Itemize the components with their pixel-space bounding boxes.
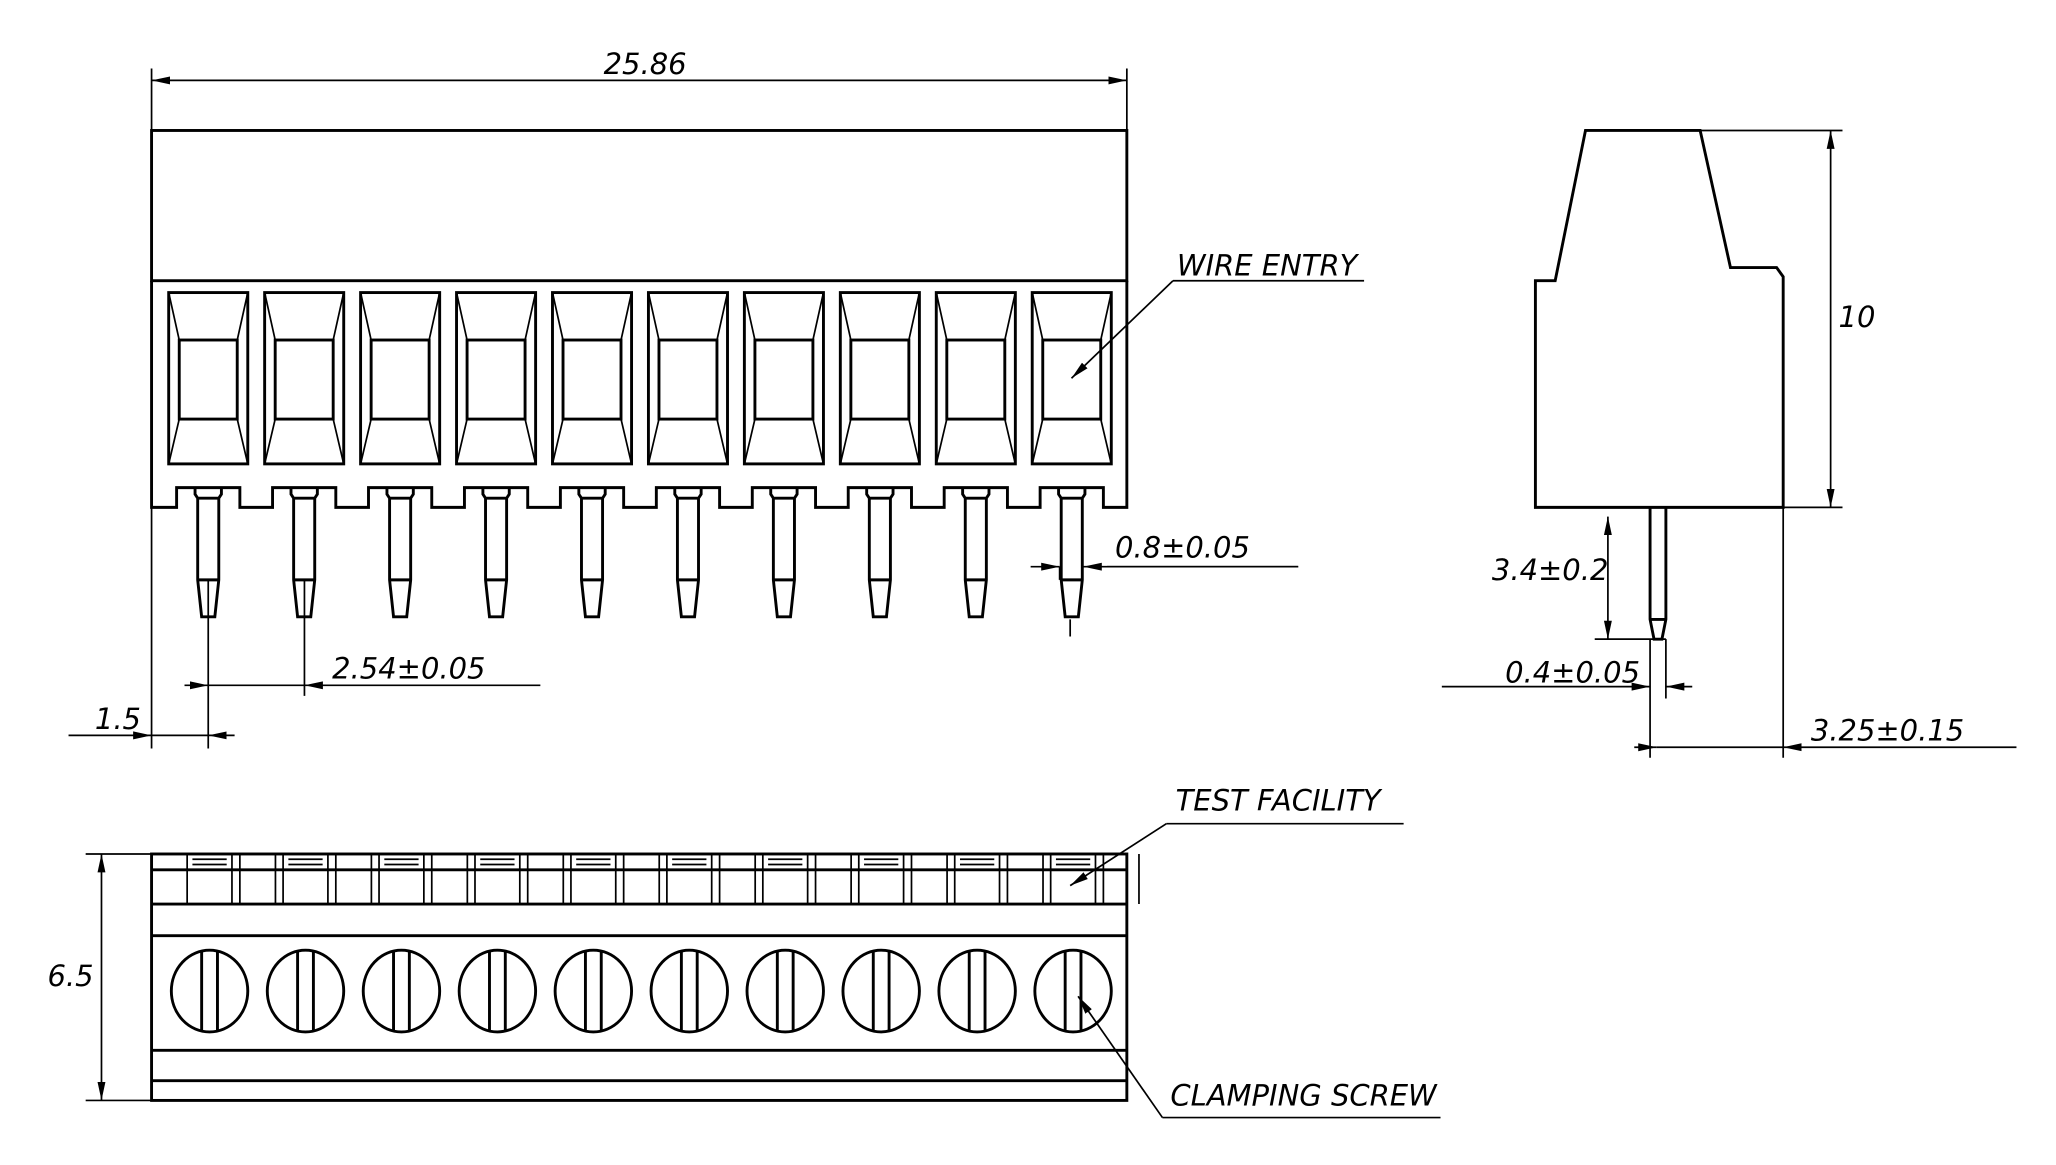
wire-entry-opening bbox=[455, 291, 538, 466]
wire-entry-opening bbox=[1030, 291, 1113, 466]
screw-slot bbox=[583, 951, 603, 1031]
wire-entry-inner bbox=[849, 338, 911, 421]
dim-overall-length: 25.86 bbox=[604, 47, 687, 81]
screw-slot bbox=[200, 951, 219, 1031]
clamping-screw bbox=[265, 948, 346, 1034]
front-view bbox=[150, 129, 1129, 619]
side-pin bbox=[1648, 507, 1668, 641]
wire-entry-opening bbox=[551, 291, 634, 466]
wire-entry-opening bbox=[359, 291, 442, 466]
pin bbox=[1057, 487, 1087, 619]
dim-edge-offset: 1.5 bbox=[95, 702, 141, 736]
top-view bbox=[150, 852, 1140, 1102]
screw-slot bbox=[775, 951, 795, 1031]
test-facility-slot bbox=[474, 853, 565, 905]
clamping-screw bbox=[553, 948, 634, 1034]
dim-pin-length: 3.4±0.2 bbox=[1492, 553, 1608, 587]
dim-depth: 6.5 bbox=[47, 959, 93, 993]
wire-entry-bevel bbox=[551, 292, 633, 465]
pin bbox=[769, 487, 799, 619]
test-facility-slot bbox=[1049, 853, 1140, 905]
body-lower bbox=[150, 280, 1129, 509]
screw-slot bbox=[488, 951, 507, 1031]
screw-slot bbox=[967, 951, 987, 1031]
dimension-line bbox=[1649, 507, 1785, 758]
pin bbox=[385, 487, 415, 619]
screw-slot bbox=[871, 951, 891, 1031]
wire-entry-inner bbox=[1041, 338, 1103, 421]
dim-pin-thickness: 0.4±0.05 bbox=[1505, 656, 1640, 690]
wire-entry-opening bbox=[934, 291, 1017, 466]
clamping-screw bbox=[745, 948, 825, 1034]
dimensions bbox=[68, 68, 2017, 1119]
callout-clamping-screw: CLAMPING SCREW bbox=[1170, 1079, 1438, 1113]
wire-entry-inner bbox=[561, 338, 623, 421]
test-facility-leader bbox=[1069, 822, 1167, 887]
dimension-line bbox=[150, 507, 1072, 749]
dim-pitch: 2.54±0.05 bbox=[332, 652, 485, 686]
wire-entry-opening bbox=[838, 291, 921, 466]
test-facility-slot bbox=[186, 853, 277, 905]
screw-slot bbox=[1063, 951, 1083, 1031]
wire-entry-bevel bbox=[647, 292, 729, 465]
test-facility-slot bbox=[666, 853, 757, 905]
pin bbox=[673, 487, 703, 619]
dimension-line bbox=[1700, 129, 1843, 509]
dimension-line bbox=[85, 853, 152, 1102]
test-facility-slot bbox=[761, 853, 852, 905]
wire-entry-bevel bbox=[455, 292, 537, 465]
screw-slot bbox=[392, 951, 411, 1031]
screw-slot bbox=[296, 951, 315, 1031]
clamping-screw bbox=[937, 948, 1017, 1034]
wire-entry-bevel bbox=[263, 292, 345, 465]
wire-entry-inner bbox=[369, 338, 431, 421]
pin bbox=[577, 487, 607, 619]
wire-entry-inner bbox=[273, 338, 335, 421]
clamping-screw bbox=[1033, 948, 1113, 1034]
test-facility-slot bbox=[953, 853, 1044, 905]
wire-entry-bevel bbox=[359, 292, 441, 465]
clamping-screw bbox=[649, 948, 729, 1034]
wire-entry-opening bbox=[742, 291, 825, 466]
callout-wire-entry: WIRE ENTRY bbox=[1177, 248, 1360, 282]
wire-entry-bevel bbox=[1031, 292, 1113, 465]
screw-slot bbox=[679, 951, 699, 1031]
clamping-screw-leader bbox=[1077, 995, 1164, 1119]
wire-entry-opening bbox=[167, 291, 250, 466]
body-top bbox=[150, 129, 1129, 283]
clamping-screw bbox=[361, 948, 442, 1034]
wire-entry-inner bbox=[657, 338, 719, 421]
clamping-screw bbox=[169, 948, 250, 1034]
test-facility-slot bbox=[857, 853, 948, 905]
side-body bbox=[1533, 129, 1785, 509]
test-facility-slot bbox=[282, 853, 373, 905]
test-facility-slot bbox=[570, 853, 661, 905]
callout-test-facility: TEST FACILITY bbox=[1176, 783, 1383, 817]
wire-entry-bevel bbox=[743, 292, 825, 465]
wire-entry-opening bbox=[263, 291, 346, 466]
dim-pin-position: 3.25±0.15 bbox=[1811, 714, 1964, 748]
test-facility-slot bbox=[378, 853, 469, 905]
wire-entry-inner bbox=[177, 338, 239, 421]
wire-entry-bevel bbox=[935, 292, 1017, 465]
wire-entry-leader bbox=[1070, 280, 1174, 379]
clamping-screw bbox=[457, 948, 538, 1034]
pin bbox=[961, 487, 991, 619]
pin bbox=[481, 487, 511, 619]
wire-entry-opening bbox=[646, 291, 729, 466]
wire-entry-inner bbox=[753, 338, 815, 421]
top-body bbox=[150, 852, 1129, 1102]
wire-entry-inner bbox=[465, 338, 527, 421]
wire-entry-inner bbox=[945, 338, 1007, 421]
pin bbox=[865, 487, 895, 619]
wire-entry-bevel bbox=[839, 292, 921, 465]
dim-height: 10 bbox=[1839, 300, 1876, 334]
clamping-screw bbox=[841, 948, 921, 1034]
wire-entry-bevel bbox=[167, 292, 249, 465]
dim-pin-width: 0.8±0.05 bbox=[1115, 530, 1250, 564]
